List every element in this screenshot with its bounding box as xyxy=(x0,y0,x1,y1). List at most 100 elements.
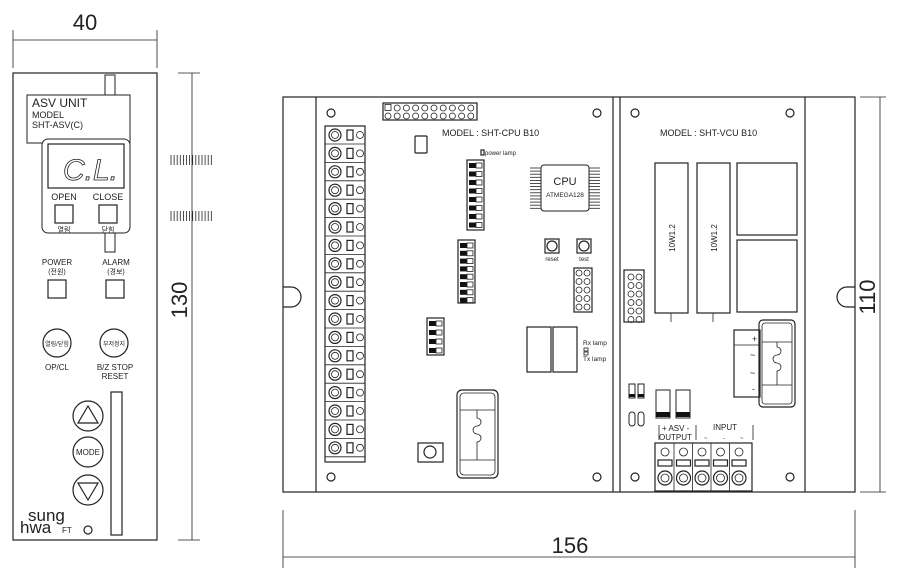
cpu-board: MODEL : SHT-CPU B10 power lamp CPU ATMEG… xyxy=(170,102,607,479)
jumper-pin xyxy=(575,295,583,302)
board-width-dimension: 156 xyxy=(282,510,856,568)
tx-lamp-label: Tx lamp xyxy=(583,356,607,363)
potentiometer xyxy=(417,442,444,463)
terminal-screw xyxy=(325,294,365,311)
jumper-header xyxy=(573,267,593,313)
alarm-lamp xyxy=(105,279,125,299)
header-pin xyxy=(421,112,429,120)
dim-110: 110 xyxy=(855,279,880,314)
down-button[interactable] xyxy=(72,474,104,506)
dip-switch-lever xyxy=(429,330,436,335)
input-t1: ~ xyxy=(704,436,708,442)
dip-switch-lever xyxy=(469,163,476,168)
terminal-screw xyxy=(325,275,365,292)
dip-switch-slot xyxy=(475,179,483,186)
dip-switch-slot xyxy=(475,196,483,203)
up-button[interactable] xyxy=(72,400,104,432)
opcl-button[interactable]: 열림/닫힘 xyxy=(42,328,72,358)
pin-1 xyxy=(384,104,392,111)
mode-button[interactable]: MODE xyxy=(72,436,104,468)
bridge-rectifier: + ~ ~ - xyxy=(733,329,761,398)
dip-switch-slot xyxy=(466,281,474,288)
logo-hwa: hwa xyxy=(20,518,52,537)
logo-sung: sung xyxy=(28,506,65,525)
close-kr-label: 닫힘 xyxy=(102,225,115,234)
dip-switch-slot xyxy=(475,205,483,211)
dip-switch-lever xyxy=(469,171,476,177)
terminal-screw xyxy=(325,441,365,458)
jumper-pin xyxy=(635,273,643,281)
buzzer-button-text: 부저정지 xyxy=(103,340,125,348)
dip-switch-slot xyxy=(475,162,483,169)
header-pin xyxy=(467,112,475,120)
terminal-screw xyxy=(325,183,365,200)
dip-switch-lever xyxy=(429,348,436,353)
close-button[interactable] xyxy=(98,204,118,224)
header-pin xyxy=(393,104,401,112)
seven-segment-display xyxy=(47,143,125,189)
output-label: OUTPUT xyxy=(659,433,692,442)
dip-switch-slot xyxy=(466,273,474,280)
alarm-label: ALARM xyxy=(102,258,130,267)
dim-156: 156 xyxy=(552,533,589,558)
front-height-dimension: 130 xyxy=(167,72,200,541)
dim-130: 130 xyxy=(167,282,192,319)
terminal-screw xyxy=(325,386,365,403)
dip-switch-lever xyxy=(460,274,467,280)
test-button[interactable] xyxy=(576,238,592,254)
dip-switch-slot xyxy=(435,338,443,345)
power-lamp-label: power lamp xyxy=(485,151,517,157)
rect-tilde-2: ~ xyxy=(750,368,755,378)
dip-switch-slot xyxy=(466,289,474,296)
close-label: CLOSE xyxy=(93,192,124,202)
header-pin xyxy=(421,104,429,112)
dip-switch-lever xyxy=(460,258,467,264)
vcu-terminal-screw xyxy=(731,447,747,486)
dip-switch-slot xyxy=(466,265,474,272)
jumper-pin xyxy=(627,273,635,281)
rx-lamp-label: Rx lamp xyxy=(583,340,607,347)
terminal-screw xyxy=(325,238,365,255)
dip-switch-slot xyxy=(466,250,474,257)
input-label: INPUT xyxy=(713,423,737,432)
dip-switch-2 xyxy=(457,239,476,304)
terminal-screw xyxy=(325,330,365,347)
cpu-chip: CPU ATMEGA128 xyxy=(170,155,600,221)
dip-switch-lever xyxy=(469,222,476,228)
open-button[interactable] xyxy=(54,204,74,224)
vcu-terminal-block xyxy=(654,442,753,492)
jumper-pin xyxy=(575,278,583,285)
alarm-kr-label: (경보) xyxy=(107,267,125,276)
power-label: POWER xyxy=(42,258,72,267)
opcl-label: OP/CL xyxy=(45,363,70,372)
vcu-terminal-screw xyxy=(712,443,730,491)
header-pin xyxy=(412,112,420,120)
terminal-screw xyxy=(325,165,365,182)
input-t3: ~ xyxy=(740,436,744,442)
reset-label: RESET xyxy=(102,372,129,381)
terminal-screw xyxy=(325,220,365,237)
dip-switch-lever xyxy=(460,282,467,287)
buzzer-stop-button[interactable]: 부저정지 xyxy=(99,328,129,358)
vcu-board: MODEL : SHT-VCU B10 10W1.2 10W1.2 + ~ ~ … xyxy=(623,128,798,492)
label-model-no: SHT-ASV(C) xyxy=(32,120,83,130)
header-pin xyxy=(448,112,456,120)
relay-1 xyxy=(526,326,552,373)
dim-40: 40 xyxy=(73,10,97,35)
terminal-screw xyxy=(325,202,365,219)
vcu-terminal-screw xyxy=(657,443,675,491)
dip-switch-slot xyxy=(475,171,483,177)
dip-switch-lever xyxy=(460,266,467,272)
pin-header xyxy=(382,102,478,121)
jumper-pin xyxy=(583,269,591,277)
front-panel: ASV UNIT MODEL SHT-ASV(C) C.L. OPEN CLOS… xyxy=(12,72,158,541)
relay-2 xyxy=(552,326,578,373)
reset-button[interactable] xyxy=(544,238,560,254)
diodes xyxy=(628,383,691,427)
test-label: test xyxy=(579,257,589,263)
label-model: MODEL xyxy=(32,110,64,120)
dip-switch-slot xyxy=(475,222,483,228)
input-t2: - xyxy=(723,436,725,442)
header-pin xyxy=(439,104,447,112)
